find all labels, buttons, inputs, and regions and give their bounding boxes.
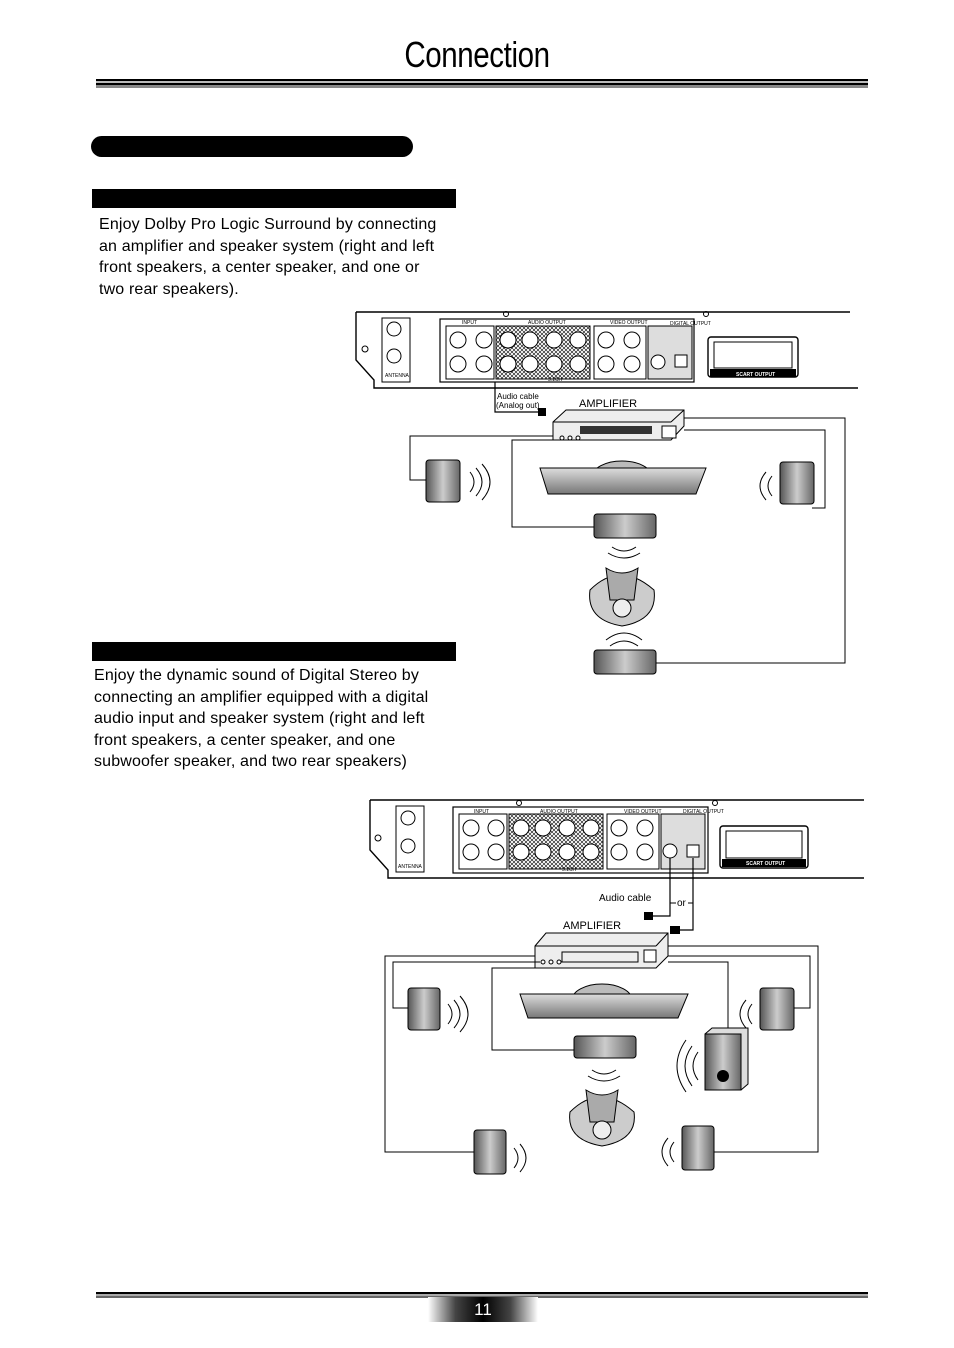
section2-heading-bar [92, 642, 456, 661]
section1-heading-bar [92, 189, 456, 208]
panel-label-video-output-2: VIDEO OUTPUT [624, 809, 662, 815]
listener-icon [589, 567, 655, 627]
panel-label-input-2: INPUT [474, 809, 489, 815]
front-left-speaker-icon [425, 459, 491, 503]
panel-label-audio-output: AUDIO OUTPUT [528, 320, 566, 326]
rear-right-speaker-icon [661, 1125, 715, 1171]
tv-icon [539, 460, 707, 495]
front-right-speaker-icon-2 [739, 987, 795, 1031]
panel-label-scart-output: SCART OUTPUT [736, 372, 775, 378]
panel-label-antenna: ANTENNA [385, 373, 410, 379]
section-heading-pill [91, 136, 413, 157]
subwoofer-icon [676, 1027, 749, 1093]
panel-label-antenna-2: ANTENNA [398, 864, 423, 870]
cable-label-audio-2: Audio cable [599, 893, 652, 904]
section1-description: Enjoy Dolby Pro Logic Surround by connec… [99, 216, 437, 298]
or-label: or [677, 898, 687, 909]
front-right-speaker-icon [759, 461, 815, 505]
cable-label-analog: (Analog out) [496, 401, 540, 410]
section2-description: Enjoy the dynamic sound of Digital Stere… [94, 667, 429, 770]
panel-label-51ch: 5.1CH [548, 377, 563, 383]
page-title: Connection [404, 34, 550, 75]
center-speaker-icon-2 [573, 1035, 637, 1082]
center-speaker-icon [593, 513, 657, 559]
listener-icon-2 [569, 1089, 635, 1147]
panel-label-input: INPUT [462, 320, 477, 326]
dvd-back-panel-digital: ANTENNA INPUT AUDIO OUTPUT 5.1CH VIDEO O… [369, 799, 864, 879]
panel-label-scart-output-2: SCART OUTPUT [746, 861, 785, 867]
footer-rule [96, 1292, 868, 1298]
amplifier-icon [552, 409, 685, 441]
page-number: 11 [474, 1300, 492, 1319]
tv-icon-2 [519, 983, 689, 1019]
amplifier-icon-2 [534, 932, 669, 969]
panel-label-digital-output: DIGITAL OUTPUT [670, 321, 711, 327]
rear-left-speaker-icon [473, 1129, 527, 1175]
amplifier-label-2: AMPLIFIER [563, 920, 621, 932]
front-left-speaker-icon-2 [407, 987, 469, 1033]
amplifier-label: AMPLIFIER [579, 398, 637, 410]
page-number-background [428, 1297, 538, 1322]
rear-speaker-icon [593, 632, 657, 675]
panel-label-51ch-2: 5.1CH [562, 867, 577, 873]
dvd-back-panel: ANTENNA INPUT AUDIO OUTPUT 5.1CH VIDEO O… [355, 311, 858, 389]
header-rule [96, 79, 868, 88]
panel-label-video-output: VIDEO OUTPUT [610, 320, 648, 326]
panel-label-audio-output-2: AUDIO OUTPUT [540, 809, 578, 815]
panel-label-digital-output-2: DIGITAL OUTPUT [683, 809, 724, 815]
cable-label-audio: Audio cable [497, 392, 539, 401]
